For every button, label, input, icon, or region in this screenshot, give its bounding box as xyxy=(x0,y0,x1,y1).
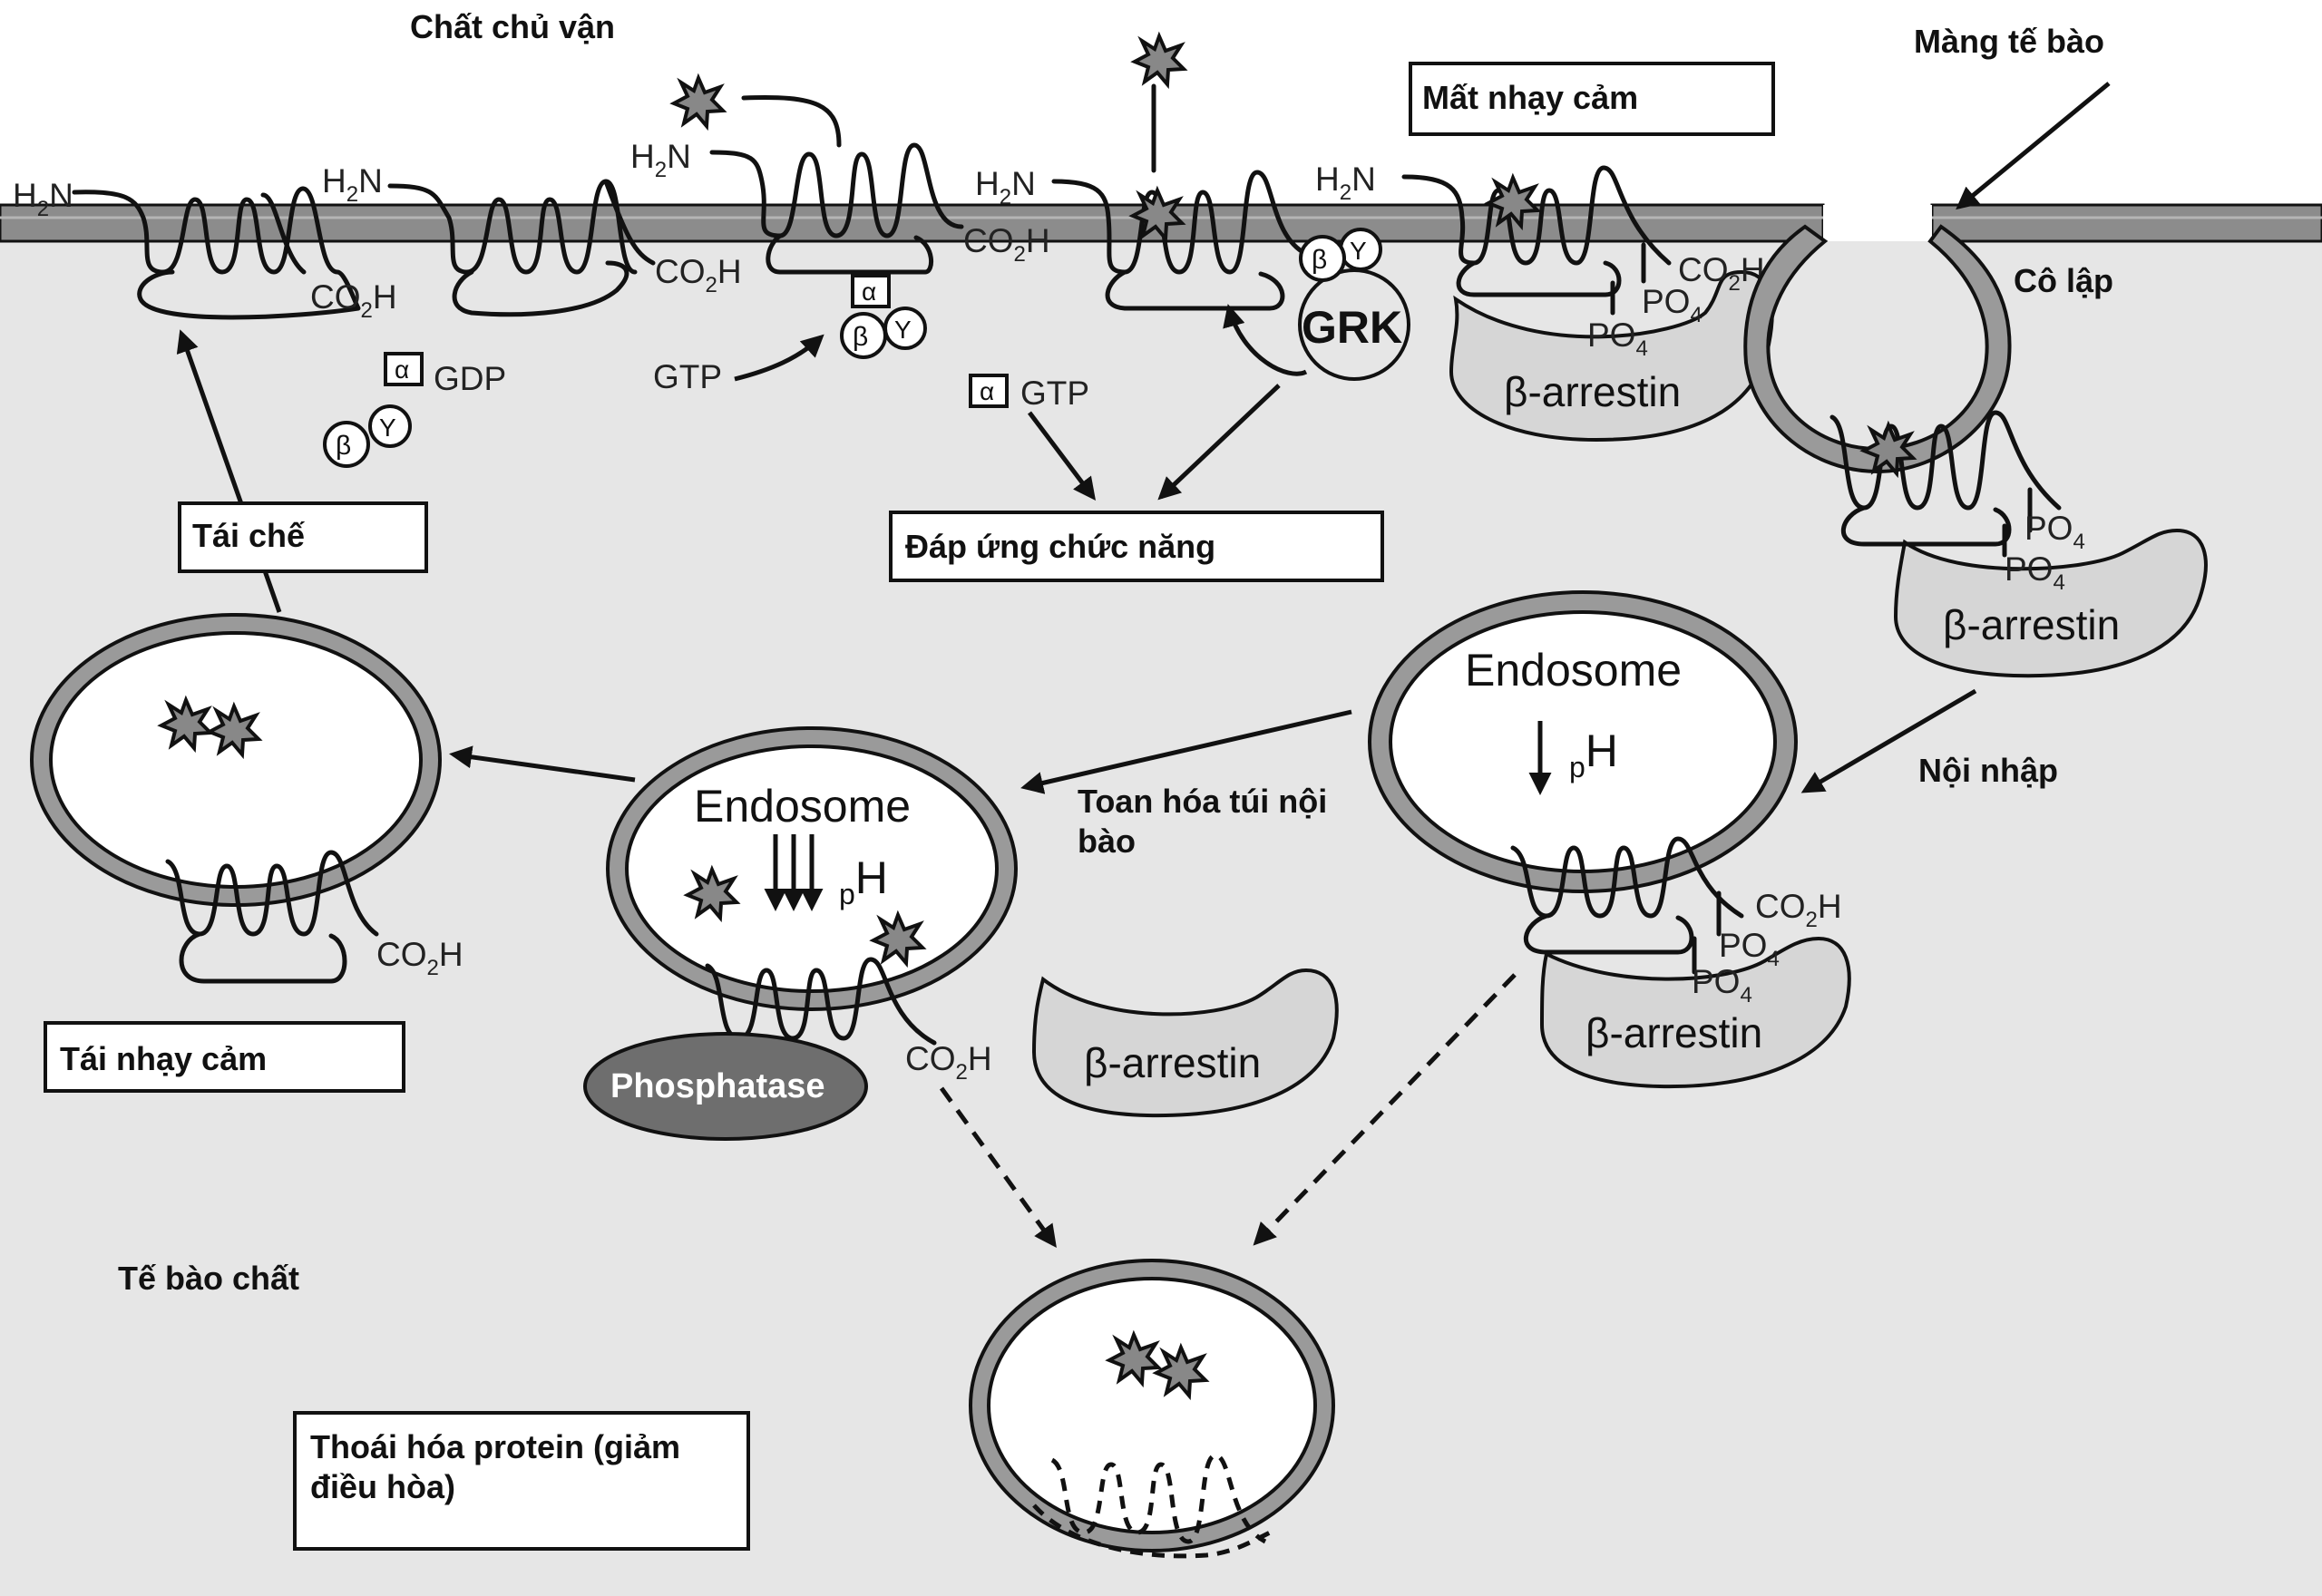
carboxyl-terminus-label: CO2H xyxy=(905,1040,992,1085)
grk-phosphorylation-arrow xyxy=(1223,304,1308,376)
sequestration-label: Cô lập xyxy=(2014,262,2113,299)
receptor-agonist-bound: H2N CO2H xyxy=(630,76,1050,275)
resensitization-box: Tái nhạy cảm xyxy=(44,1021,405,1093)
alpha-response-arrow xyxy=(1028,411,1097,501)
phosphatase-label: Phosphatase xyxy=(610,1067,825,1105)
recycling-text: Tái chế xyxy=(192,517,306,554)
acidification-label-line2: bào xyxy=(1078,822,1136,860)
carboxyl-terminus-label: CO2H xyxy=(963,222,1050,267)
gamma-symbol: Y xyxy=(1350,237,1367,265)
cell-membrane-label: Màng tế bào xyxy=(1914,23,2104,60)
beta-subunit xyxy=(1299,235,1346,282)
grk-label: GRK xyxy=(1302,302,1402,353)
internalization-label: Nội nhập xyxy=(1918,752,2058,789)
acidification-arrow xyxy=(1020,709,1352,794)
functional-response-text: Đáp ứng chức năng xyxy=(905,528,1215,565)
endosome-label: Endosome xyxy=(1465,645,1682,696)
grk-response-arrow xyxy=(1157,384,1281,501)
g-protein-gdp: α GDP Y β xyxy=(323,352,506,468)
beta-subunit xyxy=(323,421,370,468)
gtp-exchange-arrow xyxy=(734,334,824,382)
agonist-label: Chất chủ vận xyxy=(410,8,615,45)
carboxyl-terminus-label: CO2H xyxy=(376,936,463,980)
carboxyl-terminus-label: CO2H xyxy=(310,278,397,323)
vesicle-resensitized: CO2H xyxy=(30,613,463,984)
gamma-symbol: Y xyxy=(379,414,396,442)
phosphate-label: PO4 xyxy=(2024,510,2085,554)
beta-symbol: β xyxy=(853,322,868,352)
degradation-text-line1: Thoái hóa protein (giảm xyxy=(310,1428,680,1465)
beta-symbol: β xyxy=(336,431,351,461)
amino-terminus-label: H2N xyxy=(630,138,691,182)
gdp-label: GDP xyxy=(434,360,506,397)
carboxyl-terminus-label: CO2H xyxy=(655,253,742,297)
beta-symbol: β xyxy=(1312,245,1327,275)
beta-arrestin-label: β-arrestin xyxy=(1084,1039,1261,1086)
beta-arrestin-shape xyxy=(1893,528,2208,678)
beta-subunit xyxy=(840,312,887,359)
acidification-label-line1: Toan hóa túi nội xyxy=(1078,783,1327,820)
receptor-resting: H2N CO2H xyxy=(13,177,397,323)
ph-label: pH xyxy=(839,852,888,910)
receptor-desensitized: β-arrestin H2N CO2H PO4 PO4 xyxy=(1315,161,1774,443)
vesicle-lysosome xyxy=(969,1259,1335,1559)
amino-terminus-label: H2N xyxy=(1315,161,1376,205)
grk-kinase: GRK Y β xyxy=(1298,228,1410,381)
amino-terminus-label: H2N xyxy=(975,165,1036,209)
beta-arrestin-label: β-arrestin xyxy=(1504,368,1681,415)
beta-arrestin-free: β-arrestin xyxy=(1031,968,1339,1118)
g-protein-heterotrimer: α Y β xyxy=(840,274,927,359)
gamma-subunit xyxy=(368,404,412,448)
phosphate-label: PO4 xyxy=(1692,963,1752,1007)
gamma-symbol: Y xyxy=(894,316,912,344)
phosphatase-enzyme xyxy=(583,1032,868,1141)
resensitization-text: Tái nhạy cảm xyxy=(60,1040,267,1077)
amino-terminus-label: H2N xyxy=(322,162,383,207)
beta-arrestin-label: β-arrestin xyxy=(1943,601,2120,648)
degradation-text-line2: điều hòa) xyxy=(310,1468,455,1505)
gtp-label: GTP xyxy=(653,358,722,395)
phosphate-label: PO4 xyxy=(1642,283,1702,327)
degradation-arrow-right xyxy=(1253,973,1517,1246)
phosphate-label: PO4 xyxy=(1719,927,1780,971)
alpha-gtp: α GTP xyxy=(969,374,1089,412)
internalization-arrow xyxy=(1800,688,1977,793)
carboxyl-terminus-label: CO2H xyxy=(1678,251,1765,296)
acidification-label: Toan hóa túi nội bào xyxy=(1078,783,1336,860)
degradation-arrow-left xyxy=(939,1086,1057,1249)
amino-terminus-label: H2N xyxy=(13,177,73,221)
desensitization-text: Mất nhạy cảm xyxy=(1422,79,1638,116)
resensitization-arrow xyxy=(449,745,636,783)
beta-arrestin-shape xyxy=(1539,936,1851,1089)
desensitization-box: Mất nhạy cảm xyxy=(1409,62,1775,136)
alpha-symbol: α xyxy=(980,377,994,405)
phosphate-label: PO4 xyxy=(2005,550,2065,595)
receptor-inactive: H2N CO2H xyxy=(322,162,742,317)
carboxyl-terminus-label: CO2H xyxy=(1755,888,1842,932)
phosphate-label: PO4 xyxy=(1587,316,1648,361)
degradation-text: Thoái hóa protein (giảm điều hòa) xyxy=(310,1428,689,1505)
alpha-subunit xyxy=(851,274,891,308)
endosome-acidified: Endosome pH Phosphatase CO2H xyxy=(583,726,1018,1141)
cytoplasm-label: Tế bào chất xyxy=(118,1260,299,1297)
receptor-grk-phosphorylation: H2N xyxy=(975,34,1309,311)
degradation-box: Thoái hóa protein (giảm điều hòa) xyxy=(293,1411,750,1551)
beta-arrestin-label: β-arrestin xyxy=(1585,1009,1762,1056)
alpha-symbol: α xyxy=(862,277,876,306)
alpha-subunit xyxy=(384,352,424,386)
alpha-symbol: α xyxy=(395,355,409,384)
gtp-label: GTP xyxy=(1020,375,1089,412)
endosome-label: Endosome xyxy=(694,781,911,832)
sequestration-pit: β-arrestin PO4 PO4 xyxy=(1743,224,2208,678)
functional-response-box: Đáp ứng chức năng xyxy=(889,511,1384,582)
recycling-box: Tái chế xyxy=(178,501,428,573)
membrane-pointer-arrow xyxy=(1956,82,2111,210)
grk-circle xyxy=(1298,268,1410,381)
ph-label: pH xyxy=(1569,725,1618,783)
alpha-subunit xyxy=(969,374,1009,408)
endosome-early: Endosome pH β-arrestin CO2H PO4 PO4 xyxy=(1368,590,1851,1089)
